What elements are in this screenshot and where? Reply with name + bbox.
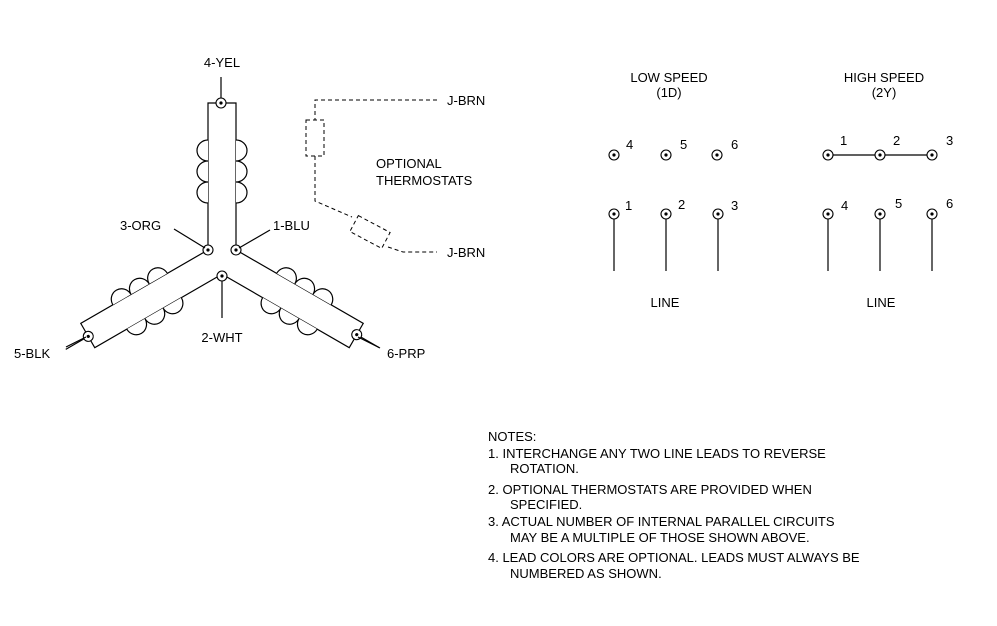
lead-label-6: 6-PRP: [387, 346, 425, 361]
lead-label-3: 3-ORG: [120, 218, 161, 233]
terminal-icon: [711, 149, 723, 161]
low-line-label: LINE: [651, 295, 680, 310]
lead-label-1: 1-BLU: [273, 218, 310, 233]
motor-windings: [53, 77, 392, 370]
high-bottom-label: 6: [946, 196, 953, 211]
terminal-icon: [608, 208, 620, 220]
notes-heading: NOTES:: [488, 429, 536, 444]
lead-label-5: 5-BLK: [14, 346, 50, 361]
low-top-label: 5: [680, 137, 687, 152]
terminal-icon: [822, 149, 834, 161]
lead-label-2: 2-WHT: [201, 330, 242, 345]
leader-3: [173, 228, 206, 249]
note-line: MAY BE A MULTIPLE OF THOSE SHOWN ABOVE.: [510, 530, 810, 545]
terminal-icon: [874, 149, 886, 161]
winding-phase-left: [53, 240, 228, 370]
high-top-label: 3: [946, 133, 953, 148]
leader-1: [238, 229, 271, 249]
notes: NOTES: 1. INTERCHANGE ANY TWO LINE LEADS…: [488, 429, 860, 581]
line-wires: [827, 219, 933, 271]
thermostat-label-2: THERMOSTATS: [376, 173, 473, 188]
terminal-icon: [822, 208, 834, 220]
thermostat-lead-bottom: J-BRN: [447, 245, 485, 260]
thermostat-lead-top: J-BRN: [447, 93, 485, 108]
low-bottom-label: 1: [625, 198, 632, 213]
terminal-icon: [608, 149, 620, 161]
high-speed-connection: HIGH SPEED (2Y) 1 2 3 4 5 6 LINE: [822, 70, 953, 310]
note-line: SPECIFIED.: [510, 497, 582, 512]
high-line-label: LINE: [867, 295, 896, 310]
low-speed-subtitle: (1D): [656, 85, 681, 100]
note-line: ROTATION.: [510, 461, 579, 476]
low-bottom-label: 3: [731, 198, 738, 213]
note-line: 2. OPTIONAL THERMOSTATS ARE PROVIDED WHE…: [488, 482, 812, 497]
winding-phase-top: [197, 77, 247, 250]
high-top-label: 1: [840, 133, 847, 148]
terminal-2: [216, 270, 228, 282]
winding-phase-right: [216, 240, 391, 370]
low-speed-connection: LOW SPEED (1D) 4 5 6 1 2 3 LINE: [608, 70, 738, 310]
high-speed-title: HIGH SPEED: [844, 70, 924, 85]
note-line: NUMBERED AS SHOWN.: [510, 566, 662, 581]
low-top-label: 6: [731, 137, 738, 152]
leader-6: [357, 336, 381, 349]
terminal-icon: [660, 208, 672, 220]
line-wires: [613, 219, 719, 271]
terminal-icon: [660, 149, 672, 161]
low-top-label: 4: [626, 137, 633, 152]
terminal-3: [202, 244, 214, 256]
terminal-icon: [926, 208, 938, 220]
thermostat-label-1: OPTIONAL: [376, 156, 442, 171]
lead-label-4: 4-YEL: [204, 55, 240, 70]
high-top-label: 2: [893, 133, 900, 148]
low-bottom-label: 2: [678, 197, 685, 212]
leader-5: [65, 336, 87, 348]
high-bottom-label: 5: [895, 196, 902, 211]
terminal-icon: [874, 208, 886, 220]
note-line: 3. ACTUAL NUMBER OF INTERNAL PARALLEL CI…: [488, 514, 835, 529]
note-line: 1. INTERCHANGE ANY TWO LINE LEADS TO REV…: [488, 446, 826, 461]
thermostat-2: [349, 214, 391, 250]
terminal-icon: [926, 149, 938, 161]
terminal-1: [230, 244, 242, 256]
high-speed-subtitle: (2Y): [872, 85, 897, 100]
terminal-icon: [712, 208, 724, 220]
high-bottom-label: 4: [841, 198, 848, 213]
low-speed-title: LOW SPEED: [630, 70, 707, 85]
thermostat-1: [305, 119, 325, 157]
note-line: 4. LEAD COLORS ARE OPTIONAL. LEADS MUST …: [488, 550, 860, 565]
